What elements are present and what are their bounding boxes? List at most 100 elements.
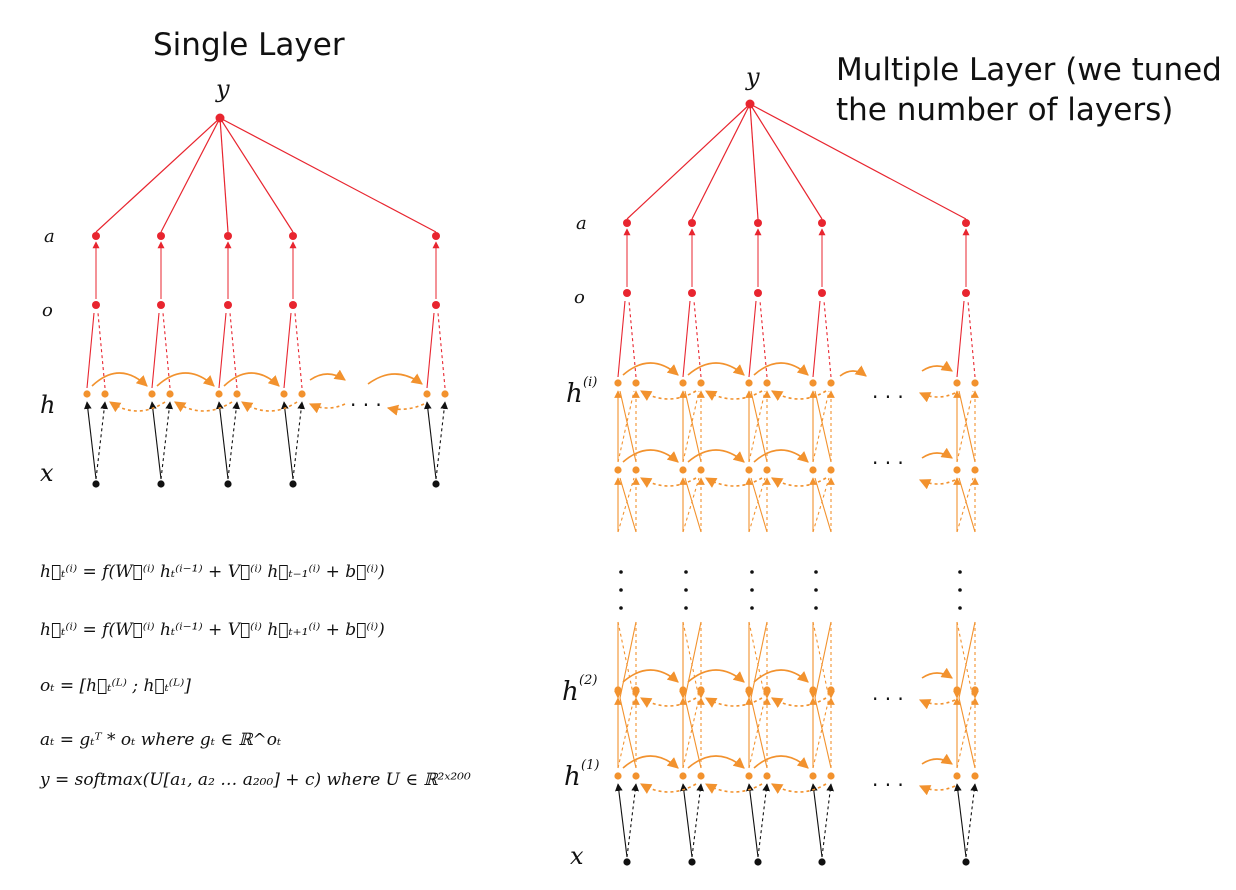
single-forward-recurrent	[91, 372, 148, 387]
single-backward-recurrent	[241, 401, 298, 413]
multi-forward-recurrent	[622, 755, 679, 769]
multi-forward-recurrent	[753, 449, 809, 463]
single-edge-h-o-dashed	[162, 312, 171, 389]
multi-edge-x-h	[746, 783, 759, 858]
equation-forward-hidden: h⃗ₜ⁽ⁱ⁾ = f(W⃗⁽ⁱ⁾ hₜ⁽ⁱ⁻¹⁾ + V⃗⁽ⁱ⁾ h⃗ₜ₋₁⁽ⁱ…	[40, 562, 385, 582]
multi-node-o	[962, 289, 970, 297]
multi-node-h-backward	[697, 466, 705, 474]
multi-forward-recurrent	[753, 669, 809, 683]
single-edge-h-o-dashed	[97, 312, 106, 389]
multi-forward-recurrent-partial	[921, 360, 953, 372]
multi-edge-layer-cross-dashed	[748, 621, 766, 699]
multi-node-a	[962, 219, 970, 227]
single-node-h-forward	[148, 390, 156, 398]
multi-forward-recurrent	[687, 362, 745, 376]
multi-edge-layer-cross-dashed	[956, 477, 974, 533]
single-ellipsis: · · ·	[350, 393, 382, 417]
multi-edge-layer-cross	[619, 477, 637, 533]
single-node-x	[157, 480, 165, 488]
multi-vertical-ellipsis-dot	[684, 588, 688, 592]
multi-edge-h-o-dashed	[823, 300, 832, 378]
multi-backward-recurrent-partial	[918, 699, 956, 710]
multi-backward-recurrent	[705, 697, 763, 708]
multi-edge-layer-cross	[814, 697, 832, 769]
multi-edge-layer-cross-dashed	[682, 697, 700, 769]
multi-edge-layer-cross	[814, 477, 832, 533]
multi-edge-h-o-dashed	[628, 300, 637, 378]
multi-vertical-ellipsis-dot	[684, 570, 688, 574]
single-node-h-forward	[280, 390, 288, 398]
multi-edge-h-o	[748, 300, 757, 378]
multi-backward-recurrent-partial	[918, 479, 956, 490]
multi-edge-layer-cross	[684, 477, 702, 533]
multi-node-x	[818, 858, 826, 866]
single-edge-x-h-dashed	[292, 401, 306, 480]
single-edge-x-h	[83, 401, 97, 480]
multi-node-x	[688, 858, 696, 866]
multi-node-h-forward	[745, 466, 753, 474]
multi-output-edge	[749, 103, 759, 220]
title-single-layer: Single Layer	[153, 27, 345, 63]
multi-edge-layer-cross	[684, 621, 702, 699]
multi-node-o	[818, 289, 826, 297]
multi-backward-recurrent	[771, 697, 827, 708]
single-output-edge	[95, 117, 221, 233]
single-node-h-forward	[215, 390, 223, 398]
multi-edge-layer-cross	[619, 621, 637, 699]
multi-forward-recurrent	[753, 755, 809, 769]
multi-edge-layer-cross-dashed	[617, 697, 635, 769]
single-forward-recurrent	[223, 372, 280, 387]
multi-node-h-backward	[763, 379, 771, 387]
multi-edge-h-o	[812, 300, 821, 378]
multi-label-h-i: h	[566, 379, 583, 409]
single-node-h-backward	[441, 390, 449, 398]
multi-edge-layer-cross	[814, 390, 832, 463]
multi-edge-h-o	[617, 300, 626, 378]
multi-edge-layer-cross-dashed	[956, 390, 974, 463]
multi-node-h-forward	[614, 466, 622, 474]
multi-node-h-forward	[745, 379, 753, 387]
multi-node-o	[688, 289, 696, 297]
multi-forward-recurrent-partial	[839, 365, 867, 377]
single-node-y	[215, 113, 225, 123]
multi-ellipsis-1: · · ·	[872, 385, 904, 409]
equation-output-concat: oₜ = [h⃗ₜ⁽ᴸ⁾ ; h⃖ₜ⁽ᴸ⁾]	[40, 676, 191, 696]
multi-node-h-backward	[971, 772, 979, 780]
multi-forward-recurrent	[622, 669, 679, 683]
multi-edge-layer-cross-dashed	[956, 621, 974, 699]
single-node-o	[92, 301, 100, 309]
multi-label-a: a	[576, 213, 587, 234]
single-edge-x-h-dashed	[95, 401, 109, 480]
multi-edge-layer-cross-dashed	[617, 621, 635, 699]
single-edge-h-o-dashed	[229, 312, 238, 389]
multi-edge-layer-cross-dashed	[812, 621, 830, 699]
single-node-h-backward	[166, 390, 174, 398]
multi-backward-recurrent	[705, 783, 763, 794]
multi-node-h-backward	[763, 466, 771, 474]
multi-vertical-ellipsis-dot	[619, 570, 623, 574]
single-backward-recurrent-partial	[386, 403, 425, 416]
multi-node-h-backward	[632, 466, 640, 474]
single-edge-h-o	[86, 312, 95, 389]
multi-vertical-ellipsis-dot	[750, 606, 754, 610]
single-node-x	[92, 480, 100, 488]
multi-node-h-forward	[614, 772, 622, 780]
single-label-o: o	[42, 300, 53, 321]
multi-node-h-forward	[809, 466, 817, 474]
single-node-o	[289, 301, 297, 309]
multi-backward-recurrent	[640, 390, 697, 401]
single-node-a	[289, 232, 297, 240]
multi-node-h-forward	[809, 379, 817, 387]
multi-node-h-forward	[614, 379, 622, 387]
multi-edge-h-o-dashed	[693, 300, 702, 378]
multi-edge-x-h	[810, 783, 823, 858]
multi-edge-layer-cross-dashed	[682, 390, 700, 463]
multi-node-a	[754, 219, 762, 227]
multi-node-h-forward	[745, 772, 753, 780]
multi-backward-recurrent	[771, 477, 827, 488]
multi-node-h-backward	[697, 772, 705, 780]
multi-edge-h-o-dashed	[759, 300, 768, 378]
multi-node-a	[688, 219, 696, 227]
multi-forward-recurrent	[753, 362, 809, 376]
multi-forward-recurrent	[622, 449, 679, 463]
